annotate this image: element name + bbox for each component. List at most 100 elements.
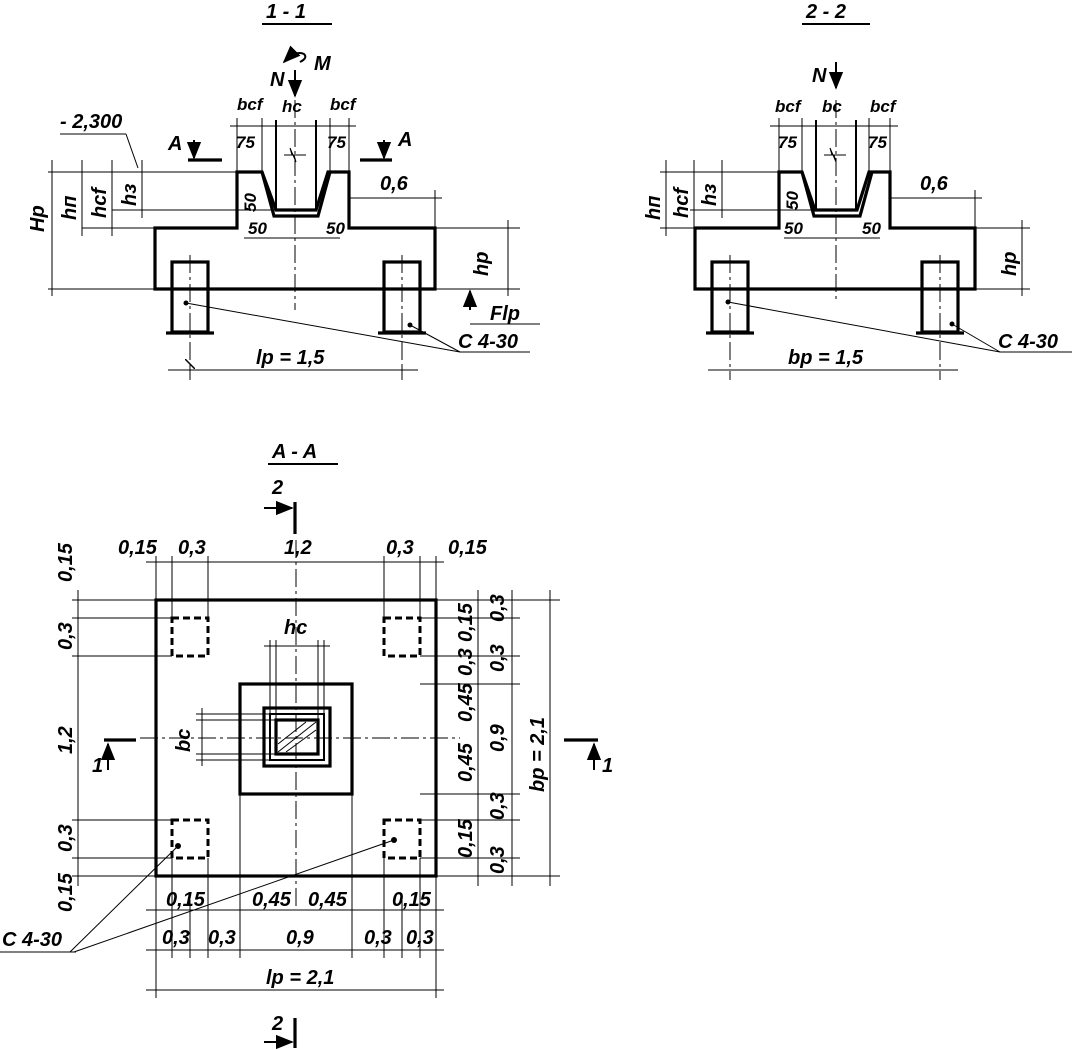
d50-bottom-right-2: 50 [862,219,881,238]
plan-A-A: A - A 2 2 1 1 [0,441,613,1050]
bp-label-2-2: bp = 1,5 [788,347,864,369]
load-N-label-2: N [812,65,827,87]
moment-arrow [282,45,307,64]
top-dim-4: 0,15 [448,537,488,559]
socket-inner-2 [800,171,874,218]
pile-plan-tr [382,616,422,658]
d50-vert-2: 50 [783,191,802,210]
hc-label: hc [282,97,302,116]
bottom-row2-dim-3: 0,3 [364,927,392,949]
column-plan [274,718,320,756]
right-inner-dim-2: 0,9 [487,723,509,752]
right-outer-dim-4: 0,15 [455,818,477,858]
left-dim-4: 0,15 [55,872,77,912]
socket-inner [260,171,332,218]
bottom-row2-dim-2: 0,9 [286,927,315,949]
d50-bottom-right: 50 [326,219,345,238]
left-dim-0: 0,15 [55,542,77,582]
pile-mark-1-1: С 4-30 [458,331,518,353]
d06-label-2-2: 0,6 [920,173,949,195]
bottom-row1-dim-1: 0,45 [252,889,292,911]
right-outer-dim-3: 0,45 [455,742,477,782]
hc-plan-label: hc [284,617,307,639]
Hp-label: Hp [27,205,49,232]
plan-pile-leader-1 [69,845,179,953]
hcf-label-1-1: hcf [89,186,111,218]
pile-plan-br [382,818,422,860]
section-1-1-title: 1 - 1 [266,1,306,23]
column-hatch-1 [277,721,317,753]
d75-right-2: 75 [868,133,887,152]
d75-left-2: 75 [778,133,797,152]
cut1-right-label: 1 [602,755,613,777]
bcf-right-label: bcf [330,95,358,114]
pile-mark-2-2: С 4-30 [998,331,1058,353]
cut-A-right: A [397,129,412,151]
hn-label-1-1: hп [59,196,81,220]
right-outer-dim-0: 0,15 [455,602,477,642]
left-dim-2: 1,2 [55,726,77,754]
right-inner-dim-0: 0,3 [487,594,509,622]
section-1-1: 1 - 1 N M С 4-30 lp = 1,5 A [27,1,540,380]
cut2-top-label: 2 [271,477,283,499]
column-socket-outer [262,706,332,768]
pile-leader-1 [185,302,461,353]
left-dim-3: 0,3 [55,824,77,852]
bcf-right-label-2: bcf [870,97,898,116]
elevation-label: - 2,300 [60,111,122,133]
pile-plan-tl [170,616,210,658]
cut2-bottom-label: 2 [271,1013,283,1035]
bcf-left-label: bcf [237,95,265,114]
bottom-row1-dim-2: 0,45 [308,889,348,911]
d75-left: 75 [236,133,255,152]
column-break-2 [824,147,846,163]
lp-label-1-1: lp = 1,5 [256,347,325,369]
plan-pile-mark: С 4-30 [2,929,62,951]
column-socket-mid [269,713,325,761]
pile-leader-2 [409,324,461,353]
pile-plan-bl [170,818,210,860]
section-2-2-title: 2 - 2 [805,1,846,23]
section-2-2: 2 - 2 N С 4-30 bp = 1,5 bcf bc bcf 75 [643,1,1072,380]
top-dim-1: 0,3 [178,537,206,559]
d06-label-1-1: 0,6 [380,173,409,195]
right-inner-dim-1: 0,3 [487,644,509,672]
d50-vert: 50 [241,193,260,212]
bcf-left-label-2: bcf [775,97,803,116]
load-M-label: M [314,53,332,75]
Flp-label: Flp [490,303,520,325]
left-dim-1: 0,3 [55,622,77,650]
column-break [284,147,306,163]
bottom-row1-dim-0: 0,15 [166,889,206,911]
lp-plan-label: lp = 2,1 [266,967,334,989]
bottom-row1-dim-3: 0,15 [392,889,432,911]
bp-plan-label: bp = 2,1 [527,717,549,792]
pile-leader-2-2 [951,323,1001,353]
top-dim-3: 0,3 [386,537,414,559]
column-hatch-3 [277,721,307,745]
bc-plan-label: bc [173,729,195,752]
right-outer-dim-1: 0,3 [455,648,477,676]
right-outer-dim-2: 0,45 [455,682,477,722]
hp-label-1-1: hp [471,252,493,276]
hcf-label-2-2: hcf [671,186,693,218]
pile-leader-1-2 [727,301,1001,353]
bottom-row2-dim-1: 0,3 [208,927,236,949]
top-dim-0: 0,15 [118,537,158,559]
hp-label-2-2: hp [999,252,1021,276]
d50-bottom-left: 50 [248,219,267,238]
bc-label: bc [822,97,842,116]
plan-title: A - A [271,441,317,463]
bottom-row2-dim-0: 0,3 [162,927,190,949]
load-N-label: N [270,69,285,91]
right-inner-dim-3: 0,3 [487,792,509,820]
hn-label-2-2: hп [643,196,665,220]
cut1-left-label: 1 [92,755,103,777]
right-outer-dim-5: 0,3 [487,846,509,874]
h3-label-1-1: hз [119,184,141,206]
column-hatch-2 [285,729,317,753]
h3-label-2-2: hз [699,184,721,206]
top-dim-2: 1,2 [284,537,312,559]
d50-bottom-left-2: 50 [784,219,803,238]
